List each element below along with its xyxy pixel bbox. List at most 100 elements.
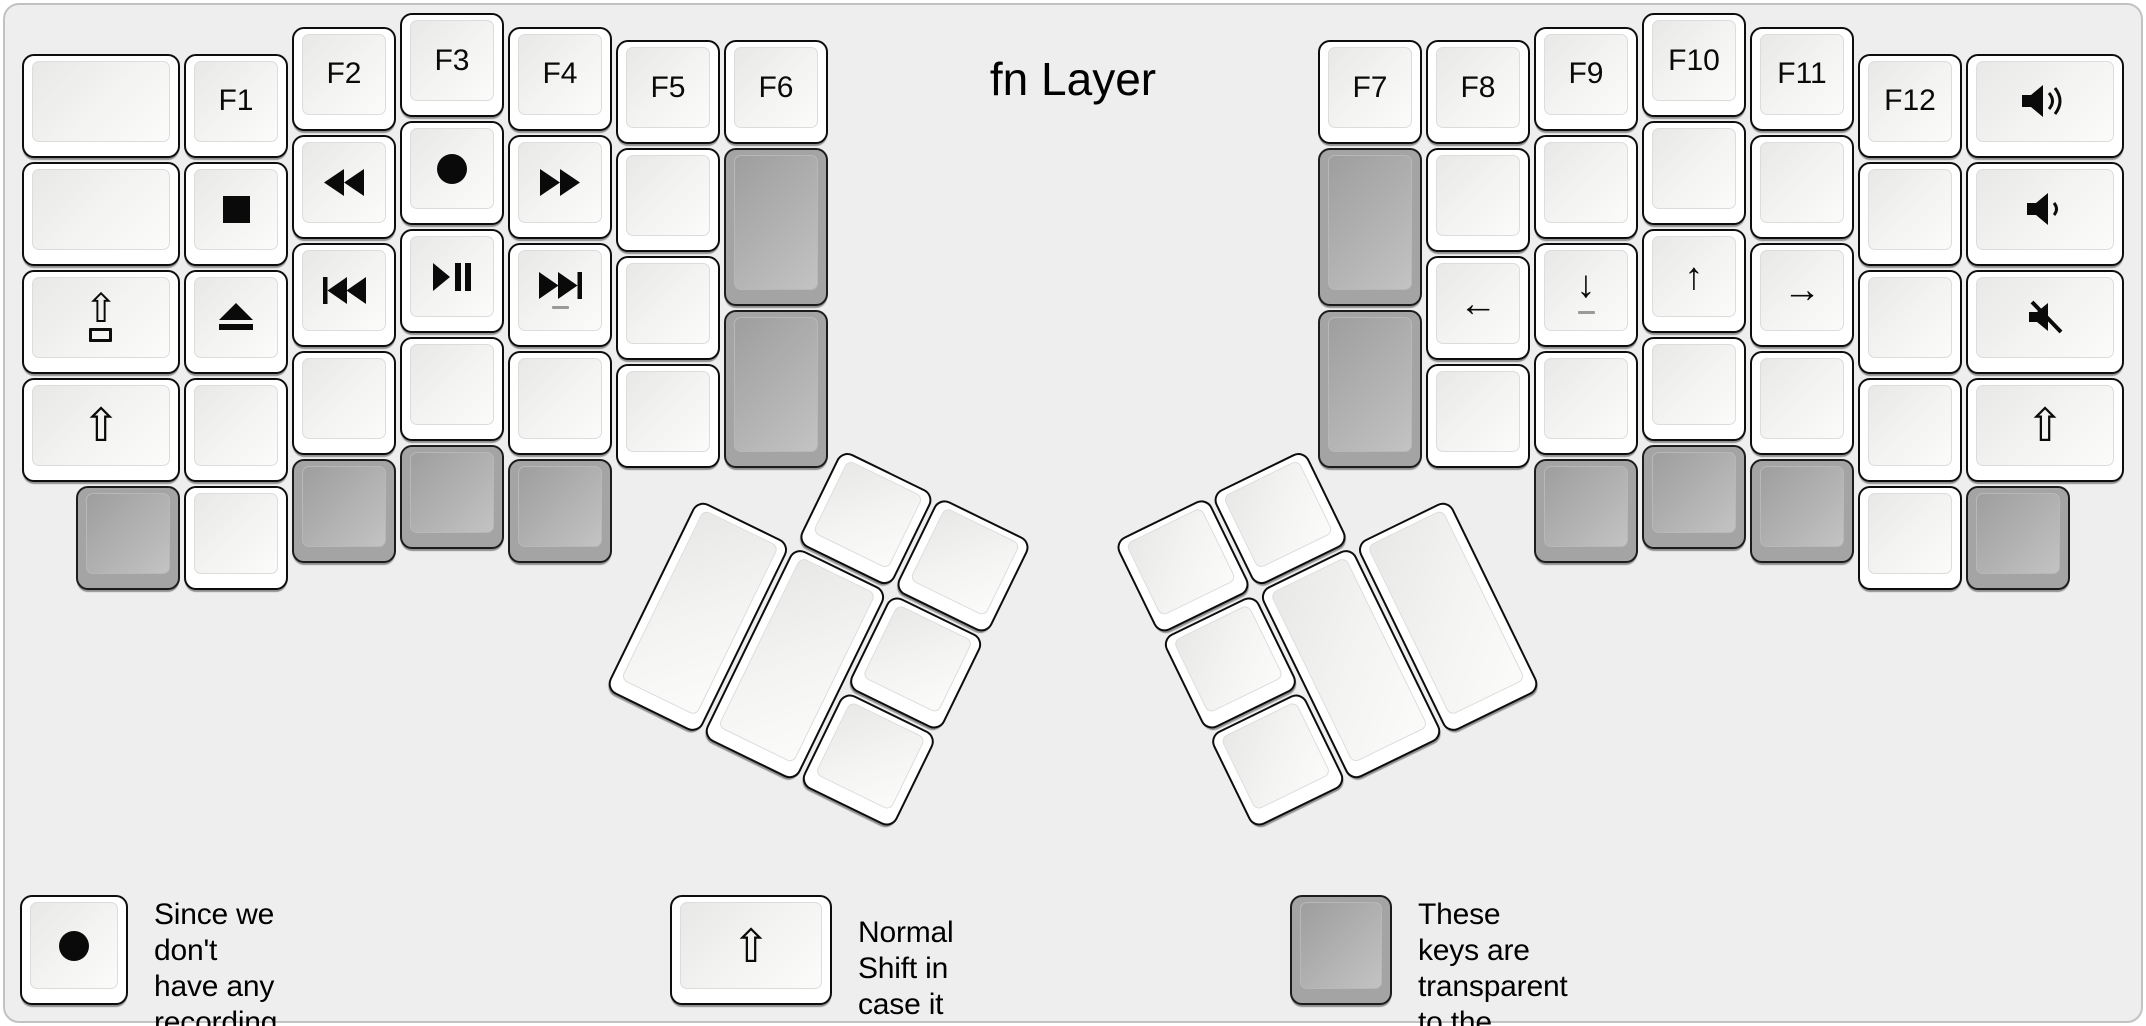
- keycap-top: F10: [1652, 20, 1736, 101]
- keycap-top: [518, 141, 602, 223]
- keycap-body: [1858, 485, 1962, 590]
- key-f3[interactable]: F3: [398, 11, 506, 119]
- key-l-b2[interactable]: [290, 457, 398, 565]
- key-volume-up[interactable]: [1964, 52, 2126, 160]
- homing-bar: [551, 305, 569, 309]
- key-l-c2-r4[interactable]: [290, 349, 398, 457]
- key-prev-track[interactable]: [290, 241, 398, 349]
- key-record[interactable]: [398, 119, 506, 227]
- key-l-c5-r3[interactable]: [614, 254, 722, 362]
- keycap-top: [1652, 128, 1736, 209]
- key-l-c5-r4[interactable]: [614, 362, 722, 470]
- key-shift-lock[interactable]: ⇧: [20, 268, 182, 376]
- keycap-top: F12: [1868, 60, 1952, 142]
- key-f1[interactable]: F1: [182, 52, 290, 160]
- key-shift-right[interactable]: ⇧: [1964, 376, 2126, 484]
- key-r-c9-r2[interactable]: [1532, 133, 1640, 241]
- keycap-body: [184, 269, 288, 374]
- key-f12[interactable]: F12: [1856, 52, 1964, 160]
- key-l-c1-r4[interactable]: [182, 376, 290, 484]
- key-r-b11[interactable]: [1748, 457, 1856, 565]
- key-r-c11-r2[interactable]: [1748, 133, 1856, 241]
- key-f10[interactable]: F10: [1640, 11, 1748, 119]
- keycap-top: [1760, 141, 1844, 223]
- key-r-c12-r3[interactable]: [1856, 268, 1964, 376]
- key-f11[interactable]: F11: [1748, 25, 1856, 133]
- key-r-inner-tall2[interactable]: [1316, 308, 1424, 470]
- keycap-body: F11: [1750, 26, 1854, 131]
- keycap-body: [508, 242, 612, 347]
- key-l-c0-r2[interactable]: [20, 160, 182, 268]
- keycap-top: ↑: [1652, 236, 1736, 317]
- keycap-top: [1868, 276, 1952, 358]
- key-l-c3-r4[interactable]: [398, 335, 506, 443]
- keycap-top: [32, 168, 170, 250]
- homing-bar: [1577, 311, 1595, 314]
- arrow-down-icon: ↓: [1576, 264, 1596, 306]
- key-r-c12-r4[interactable]: [1856, 376, 1964, 484]
- key-f5[interactable]: F5: [614, 38, 722, 146]
- key-arrow-up[interactable]: ↑: [1640, 227, 1748, 335]
- key-arrow-down[interactable]: ↓: [1532, 241, 1640, 349]
- keycap-top: [1760, 465, 1844, 547]
- key-fast-forward[interactable]: [506, 133, 614, 241]
- key-l-c0-r1[interactable]: [20, 52, 182, 160]
- key-mute[interactable]: [1964, 268, 2126, 376]
- key-f4[interactable]: F4: [506, 25, 614, 133]
- key-arrow-left[interactable]: ←: [1424, 254, 1532, 362]
- keycap-body: [508, 350, 612, 455]
- key-label: F2: [326, 57, 362, 90]
- key-f6[interactable]: F6: [722, 38, 830, 146]
- arrow-up-icon: ↑: [1684, 255, 1704, 298]
- key-rewind[interactable]: [290, 133, 398, 241]
- play-pause-icon: [433, 262, 471, 291]
- keycap-body: [22, 161, 180, 266]
- keycap-top: [86, 492, 170, 574]
- key-l-b1[interactable]: [182, 484, 290, 592]
- key-l-b0[interactable]: [74, 484, 182, 592]
- key-play-pause[interactable]: [398, 227, 506, 335]
- keycap-top: [812, 459, 924, 570]
- key-r-c10-r2[interactable]: [1640, 119, 1748, 227]
- key-f7[interactable]: F7: [1316, 38, 1424, 146]
- key-l-c4-r4[interactable]: [506, 349, 614, 457]
- key-l-inner-tall2[interactable]: [722, 308, 830, 470]
- key-f8[interactable]: F8: [1424, 38, 1532, 146]
- keycap-body: [1642, 445, 1746, 549]
- keycap-body: [184, 377, 288, 482]
- key-r-b13[interactable]: [1964, 484, 2072, 592]
- key-r-c10-r4[interactable]: [1640, 335, 1748, 443]
- keycap-top: [410, 344, 494, 425]
- arrow-right-icon: →: [1783, 269, 1821, 311]
- key-r-inner-tall1[interactable]: [1316, 146, 1424, 308]
- key-l-inner-tall1[interactable]: [722, 146, 830, 308]
- key-arrow-right[interactable]: →: [1748, 241, 1856, 349]
- keycap-body: ⇧: [670, 895, 832, 1005]
- key-shift-left[interactable]: ⇧: [20, 376, 182, 484]
- key-r-c8-r4[interactable]: [1424, 362, 1532, 470]
- key-r-c9-r4[interactable]: [1532, 349, 1640, 457]
- key-r-c8-r2[interactable]: [1424, 146, 1532, 254]
- key-eject[interactable]: [182, 268, 290, 376]
- key-f9[interactable]: F9: [1532, 25, 1640, 133]
- key-volume-down[interactable]: [1964, 160, 2126, 268]
- keycap-top: [518, 249, 602, 331]
- key-r-b9[interactable]: [1532, 457, 1640, 565]
- keycap-top: F4: [518, 33, 602, 115]
- key-r-c11-r4[interactable]: [1748, 349, 1856, 457]
- key-l-b3[interactable]: [398, 443, 506, 551]
- keycap-body: F9: [1534, 26, 1638, 131]
- key-r-b12[interactable]: [1856, 484, 1964, 592]
- key-f2[interactable]: F2: [290, 25, 398, 133]
- key-r-c12-r2[interactable]: [1856, 160, 1964, 268]
- key-next-track[interactable]: [506, 241, 614, 349]
- record-icon: [436, 153, 468, 185]
- legend-record-text: Since we don't have any recording key, t…: [154, 898, 278, 1026]
- keycap-body: F2: [292, 26, 396, 131]
- key-stop[interactable]: [182, 160, 290, 268]
- key-l-b4[interactable]: [506, 457, 614, 565]
- key-r-b10[interactable]: [1640, 443, 1748, 551]
- keycap-top: F6: [734, 47, 818, 128]
- key-l-c5-r2[interactable]: [614, 146, 722, 254]
